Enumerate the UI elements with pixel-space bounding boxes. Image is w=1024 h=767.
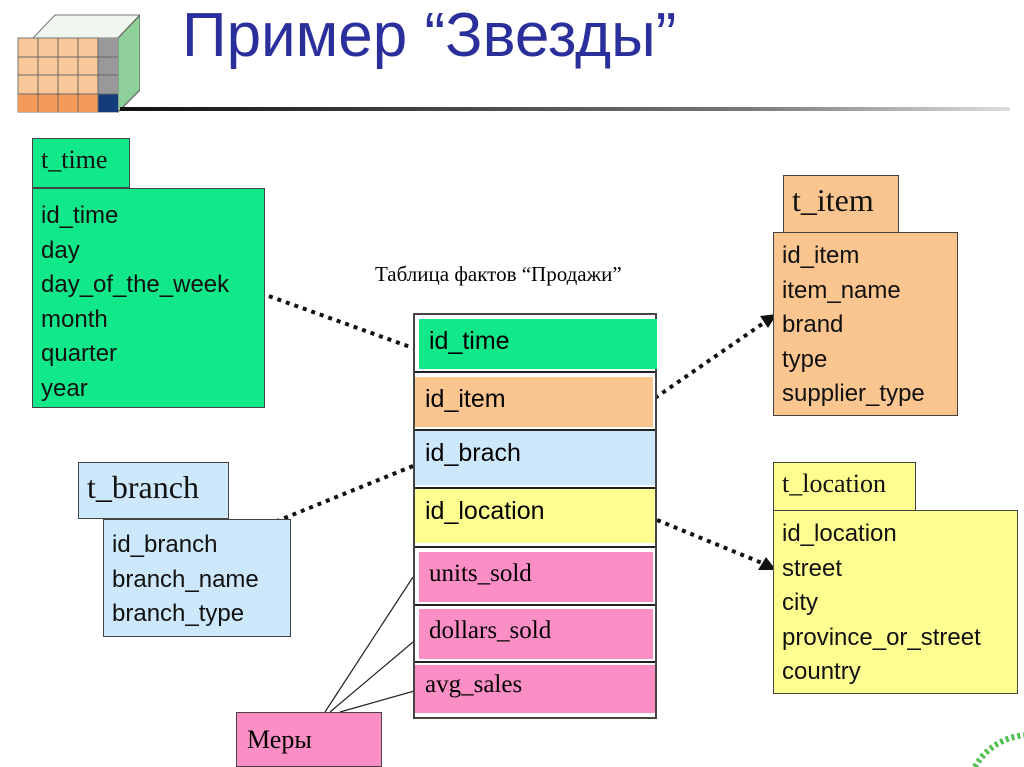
- t-location-fields: id_location street city province_or_stre…: [773, 510, 1018, 694]
- t-item-fields: id_item item_name brand type supplier_ty…: [773, 232, 958, 416]
- t-location-header: t_location: [773, 462, 916, 511]
- field: branch_name: [112, 565, 259, 593]
- t-item-header: t_item: [783, 175, 899, 233]
- fact-row-units-sold: units_sold: [419, 552, 653, 602]
- field: month: [41, 305, 108, 333]
- t-branch-fields: id_branch branch_name branch_type: [103, 519, 291, 637]
- cube-logo: [15, 10, 140, 115]
- t-branch-header: t_branch: [78, 462, 229, 519]
- cube-icon: [17, 14, 140, 114]
- field: item_name: [782, 276, 901, 304]
- field: id_location: [782, 520, 897, 547]
- field: id_item: [782, 242, 860, 269]
- field: supplier_type: [782, 380, 925, 407]
- arrow-item: [653, 320, 767, 400]
- arrowhead-item: [760, 314, 777, 328]
- arrow-time: [251, 288, 414, 350]
- fact-row-id-brach: id_brach: [415, 431, 655, 485]
- field: province_or_street: [782, 623, 981, 651]
- title-underline: [120, 107, 1010, 111]
- fact-row-id-time: id_time: [419, 319, 657, 369]
- t-time-fields: id_time day day_of_the_week month quarte…: [32, 188, 265, 408]
- arrowhead-location: [758, 557, 776, 570]
- field: type: [782, 345, 828, 373]
- field: year: [41, 374, 88, 402]
- fact-row-id-item: id_item: [415, 377, 653, 427]
- page-title: Пример “Звезды”: [182, 1, 677, 70]
- field: city: [782, 589, 818, 616]
- field: branch_type: [112, 600, 245, 627]
- field: street: [782, 554, 843, 582]
- measures-label: Меры: [236, 712, 382, 767]
- field: brand: [782, 311, 844, 338]
- field: day: [41, 236, 80, 264]
- arrow-branch: [254, 464, 414, 532]
- field: country: [782, 658, 861, 685]
- fact-row-id-location: id_location: [415, 489, 655, 543]
- field: quarter: [41, 340, 118, 367]
- fact-table: id_time id_item id_brach id_location uni…: [413, 313, 657, 719]
- field: id_time: [41, 202, 119, 229]
- fact-row-avg-sales: avg_sales: [415, 665, 655, 713]
- field: day_of_the_week: [41, 271, 230, 298]
- fact-row-dollars-sold: dollars_sold: [419, 609, 653, 659]
- arrow-location: [656, 518, 763, 565]
- fact-table-caption: Таблица фактов “Продажи”: [375, 262, 622, 286]
- corner-logo-icon: [972, 732, 1024, 767]
- t-time-header: t_time: [32, 138, 130, 188]
- field: id_branch: [112, 531, 218, 558]
